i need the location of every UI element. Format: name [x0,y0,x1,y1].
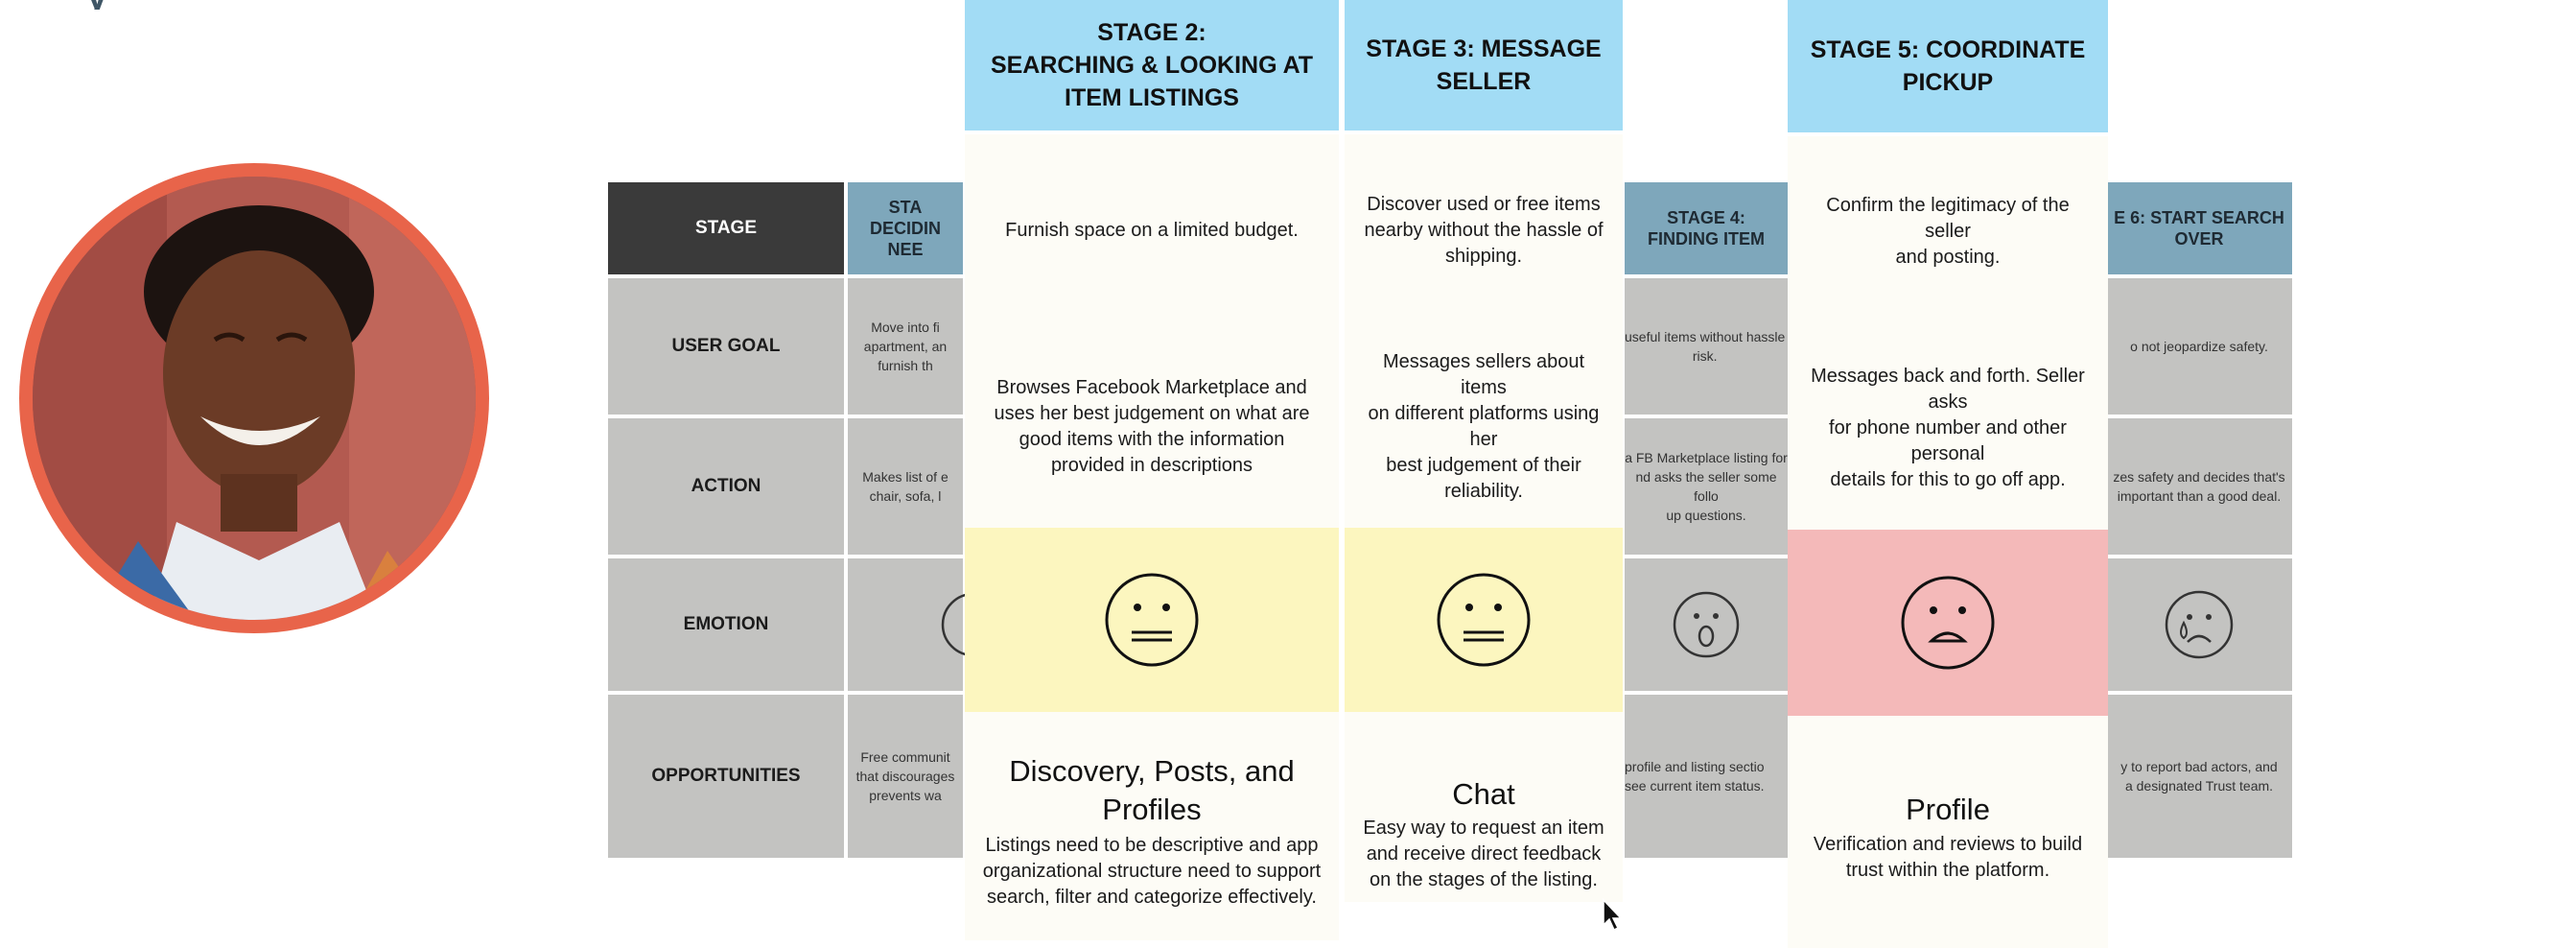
stage6-goal: o not jeopardize safety. [2106,278,2292,415]
mouse-cursor-icon [1603,898,1623,932]
persona-photo [33,177,476,620]
row-label-action: ACTION [608,418,844,555]
stage5-opportunity-text: Verification and reviews to build trust … [1813,834,2083,881]
stage3-header: STAGE 3: MESSAGE SELLER [1345,0,1623,130]
avatar [33,177,476,620]
stage5-action: Messages back and forth. Seller asks for… [1811,366,2085,490]
stage5-header: STAGE 5: COORDINATE PICKUP [1788,0,2108,132]
stage4-action: a FB Marketplace listing for nd asks the… [1625,418,1788,555]
stage3-goal: Discover used or free items nearby witho… [1364,193,1604,267]
row-label-user-goal: USER GOAL [608,278,844,415]
stage4-emotion [1625,558,1788,691]
sad-face-icon [1901,576,1995,670]
stage1-action: Makes list of e chair, sofa, l [848,418,963,555]
stage4-header: STAGE 4: FINDING ITEM [1625,182,1788,274]
stage1-header: STA DECIDIN NEE [848,182,963,274]
crying-face-icon [2165,590,2234,659]
neutral-face-icon [1105,573,1199,667]
stage5-goal: Confirm the legitimacy of the seller and… [1826,194,2070,268]
surprised-face-icon [1673,591,1740,658]
stage2-goal: Furnish space on a limited budget. [1005,219,1299,241]
stage2-opportunity-title: Discovery, Posts, and Profiles [1009,754,1295,826]
stage2-opportunity-text: Listings need to be descriptive and app … [982,834,1322,908]
row-label-opportunities: OPPORTUNITIES [608,695,844,858]
stage3-opportunity-text: Easy way to request an item and receive … [1363,817,1604,890]
stage6-header: E 6: START SEARCH OVER [2106,182,2292,274]
stage6-emotion [2106,558,2292,691]
stage2-action: Browses Facebook Marketplace and uses he… [994,377,1310,476]
stage2-emotion [965,528,1339,712]
row-label-emotion: EMOTION [608,558,844,691]
stage6-opportunities: y to report bad actors, and a designated… [2106,695,2292,858]
page-heading-fragment: y [86,0,173,10]
stage3-emotion [1345,528,1623,712]
stage3-opportunity-title: Chat [1452,777,1515,811]
stage4-goal: useful items without hassle risk. [1625,278,1788,415]
stage5-opportunity-title: Profile [1906,793,1990,826]
row-label-stage: STAGE [608,182,844,274]
stage1-goal: Move into fi apartment, an furnish th [848,278,963,415]
stage4-opportunities: profile and listing sectio see current i… [1625,695,1788,858]
stage6-action: zes safety and decides that's important … [2106,418,2292,555]
stage3-card [1345,134,1623,902]
stage1-emotion [848,558,1006,691]
stage5-emotion [1788,530,2108,716]
stage1-opportunities: Free communit that discourages prevents … [848,695,963,858]
stage2-header: STAGE 2: SEARCHING & LOOKING AT ITEM LIS… [965,0,1339,130]
neutral-face-icon [1437,573,1531,667]
